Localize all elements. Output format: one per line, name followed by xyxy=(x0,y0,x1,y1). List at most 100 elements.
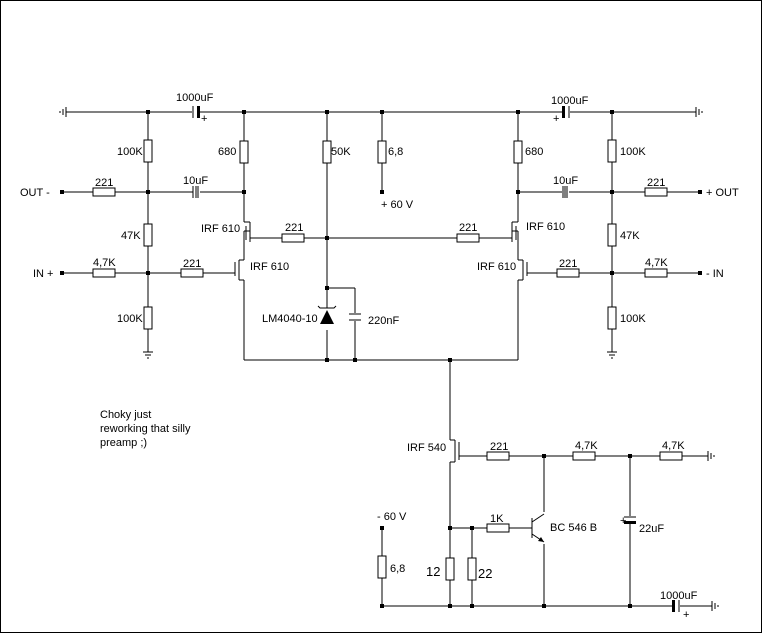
label-r100k: 100K xyxy=(117,313,143,325)
label-r221: 221 xyxy=(490,441,508,453)
zener-lm4040 xyxy=(317,305,337,324)
resistor-22 xyxy=(467,557,477,581)
capacitor-10uf-right xyxy=(562,186,568,198)
mosfet-irf540 xyxy=(450,439,460,463)
label-r6-8: 6,8 xyxy=(388,146,403,158)
resistor-221 xyxy=(486,451,510,461)
mosfet-irf610-upper-right xyxy=(507,221,519,246)
resistor-12 xyxy=(445,557,455,581)
label-c22uf: 22uF xyxy=(639,523,664,535)
capacitors: + + + + xyxy=(192,106,689,621)
capacitor-1000uf-left: + xyxy=(192,106,207,125)
capacitor-1000uf-right: + xyxy=(553,106,570,125)
ground-icon xyxy=(695,107,703,117)
label-r221: 221 xyxy=(459,222,477,234)
transistor-bc546 xyxy=(528,513,545,543)
resistor-100k xyxy=(607,139,617,163)
labels: 1000uF 1000uF 100K 680 50K 6,8 680 100K … xyxy=(20,92,739,602)
mosfet-irf610-lower-right xyxy=(517,246,529,281)
label-c220nf: 220nF xyxy=(368,315,399,327)
label-r100k: 100K xyxy=(117,146,143,158)
svg-text:+: + xyxy=(683,609,689,621)
label-c10uf: 10uF xyxy=(553,175,578,187)
resistor-4-7k xyxy=(659,451,683,461)
resistor-4-7k xyxy=(92,268,116,278)
resistor-100k xyxy=(143,306,153,330)
resistor-47k xyxy=(607,223,617,247)
label-lm4040: LM4040-10 xyxy=(262,313,318,325)
capacitor-220nf xyxy=(349,313,361,321)
label-r47k: 47K xyxy=(620,230,640,242)
label-in-plus: IN + xyxy=(33,268,53,280)
resistor-6-8 xyxy=(377,555,387,579)
label-r4-7k: 4,7K xyxy=(645,257,668,269)
terminal-out-plus xyxy=(698,190,702,194)
resistor-221 xyxy=(180,268,204,278)
svg-text:+: + xyxy=(620,515,626,527)
resistor-50k xyxy=(322,140,332,164)
ground-icon xyxy=(59,107,67,117)
mosfet-irf610-upper-left xyxy=(243,221,254,246)
ground-icon xyxy=(707,451,715,461)
terminal-in-plus xyxy=(60,271,64,275)
resistor-4-7k xyxy=(572,451,596,461)
label-r47k: 47K xyxy=(121,230,141,242)
label-r6-8: 6,8 xyxy=(390,563,405,575)
ground-symbols xyxy=(59,107,719,611)
resistor-100k xyxy=(607,306,617,330)
label-r221: 221 xyxy=(95,177,113,189)
label-c-1000uf-right: 1000uF xyxy=(551,95,589,107)
capacitor-10uf-left xyxy=(192,186,199,198)
svg-text:+: + xyxy=(553,113,559,125)
resistor-100k xyxy=(143,139,153,163)
resistor-6-8 xyxy=(377,140,387,164)
label-r221: 221 xyxy=(647,177,665,189)
label-r1k: 1K xyxy=(490,513,504,525)
label-out-minus: OUT - xyxy=(20,187,50,199)
label-r100k: 100K xyxy=(620,146,646,158)
label-c-1000uf-left: 1000uF xyxy=(176,92,214,104)
label-r680: 680 xyxy=(218,146,236,158)
resistor-221 xyxy=(644,187,668,197)
resistor-221 xyxy=(92,187,116,197)
mosfet-irf610-lower-left xyxy=(233,246,245,281)
label-r50k: 50K xyxy=(331,146,351,158)
label-out-plus: + OUT xyxy=(706,187,739,199)
resistor-221 xyxy=(456,233,480,243)
ground-icon xyxy=(143,351,153,359)
label-c-1000uf-bottom: 1000uF xyxy=(660,590,698,602)
label-r4-7k: 4,7K xyxy=(662,440,685,452)
label-in-minus: - IN xyxy=(706,268,724,280)
resistor-680 xyxy=(239,140,249,164)
label-r221: 221 xyxy=(285,222,303,234)
terminal-out-minus xyxy=(60,190,64,194)
note-line-1: Choky just xyxy=(100,409,151,421)
label-r680: 680 xyxy=(525,146,543,158)
junction-dots xyxy=(60,110,702,608)
label-c10uf: 10uF xyxy=(183,175,208,187)
resistor-221 xyxy=(281,233,305,243)
note-line-2: reworking that silly xyxy=(100,423,191,435)
capacitor-22uf: + xyxy=(620,515,636,527)
label-irf610: IRF 610 xyxy=(201,223,240,235)
mosfets xyxy=(233,221,529,463)
label-r4-7k: 4,7K xyxy=(575,440,598,452)
ground-icon xyxy=(607,351,617,359)
label-irf610: IRF 610 xyxy=(526,221,565,233)
label-irf610: IRF 610 xyxy=(250,261,289,273)
terminal-in-minus xyxy=(698,271,702,275)
ground-icon xyxy=(711,601,719,611)
capacitor-1000uf-bottom: + xyxy=(672,600,689,621)
label-irf610: IRF 610 xyxy=(477,261,516,273)
resistor-4-7k xyxy=(644,268,668,278)
resistor-680 xyxy=(513,140,523,164)
label-minus-60v: - 60 V xyxy=(377,511,407,523)
label-r221: 221 xyxy=(183,258,201,270)
label-r4-7k: 4,7K xyxy=(93,257,116,269)
resistors xyxy=(92,139,683,581)
label-irf540: IRF 540 xyxy=(407,442,446,454)
label-r22: 22 xyxy=(478,566,492,581)
resistor-221 xyxy=(556,268,580,278)
resistor-1k xyxy=(486,523,510,533)
